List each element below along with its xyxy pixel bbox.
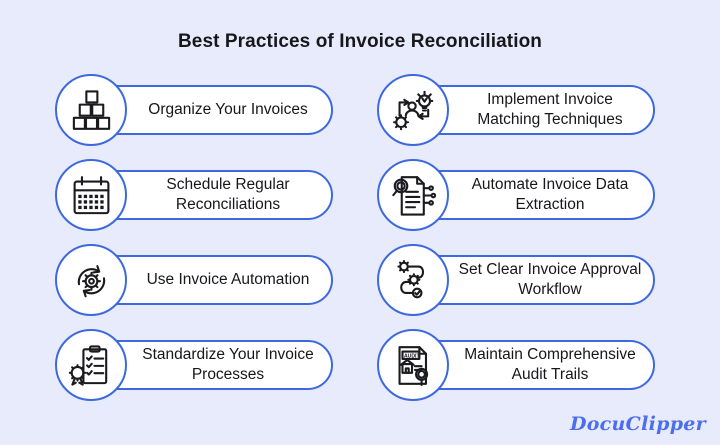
item-label: Maintain Comprehensive Audit Trails — [464, 345, 636, 383]
card-standardize-your-invoice-processes: Standardize Your Invoice Processes — [55, 329, 333, 401]
calendar-icon — [68, 172, 115, 219]
card-schedule-regular-reconciliations: Schedule Regular Reconciliations — [55, 159, 333, 231]
label-pill: Standardize Your Invoice Processes — [85, 340, 333, 390]
item-label: Implement Invoice Matching Techniques — [477, 90, 623, 128]
clipboard-badge-icon — [68, 342, 115, 389]
icon-circle — [55, 74, 127, 146]
label-pill: Automate Invoice Data Extraction — [407, 170, 655, 220]
item-label: Schedule Regular Reconciliations — [166, 175, 290, 213]
icon-circle — [55, 329, 127, 401]
icon-circle — [55, 244, 127, 316]
item-label: Set Clear Invoice Approval Workflow — [458, 260, 642, 298]
item-label: Automate Invoice Data Extraction — [471, 175, 629, 213]
document-scan-circuit-icon — [390, 172, 437, 219]
icon-circle — [377, 159, 449, 231]
svg-text:AUDIT: AUDIT — [403, 353, 420, 359]
boxes-pyramid-icon — [68, 87, 115, 134]
icon-circle — [55, 159, 127, 231]
label-pill: Use Invoice Automation — [85, 255, 333, 305]
card-implement-invoice-matching: Implement Invoice Matching Techniques — [377, 74, 655, 146]
items-grid: Organize Your Invoices Implement Invoice… — [55, 74, 655, 401]
item-label: Use Invoice Automation — [146, 270, 310, 288]
workflow-steps-icon — [390, 257, 437, 304]
icon-circle — [377, 244, 449, 316]
card-organize-your-invoices: Organize Your Invoices — [55, 74, 333, 146]
icon-circle — [377, 74, 449, 146]
docuclipper-logo: DocuClipper — [569, 413, 706, 435]
item-label: Standardize Your Invoice Processes — [142, 345, 314, 383]
card-automate-invoice-data-extraction: Automate Invoice Data Extraction — [377, 159, 655, 231]
icon-circle: AUDIT — [377, 329, 449, 401]
card-set-clear-invoice-approval-workflow: Set Clear Invoice Approval Workflow — [377, 244, 655, 316]
card-maintain-comprehensive-audit-trails: Maintain Comprehensive Audit Trails AUDI… — [377, 329, 655, 401]
gear-sync-icon — [68, 257, 115, 304]
label-pill: Set Clear Invoice Approval Workflow — [407, 255, 655, 305]
person-idea-gear-icon — [390, 87, 437, 134]
card-use-invoice-automation: Use Invoice Automation — [55, 244, 333, 316]
page-title: Best Practices of Invoice Reconciliation — [177, 31, 543, 52]
label-pill: Schedule Regular Reconciliations — [85, 170, 333, 220]
audit-document-icon: AUDIT — [390, 342, 437, 389]
item-label: Organize Your Invoices — [148, 100, 308, 118]
